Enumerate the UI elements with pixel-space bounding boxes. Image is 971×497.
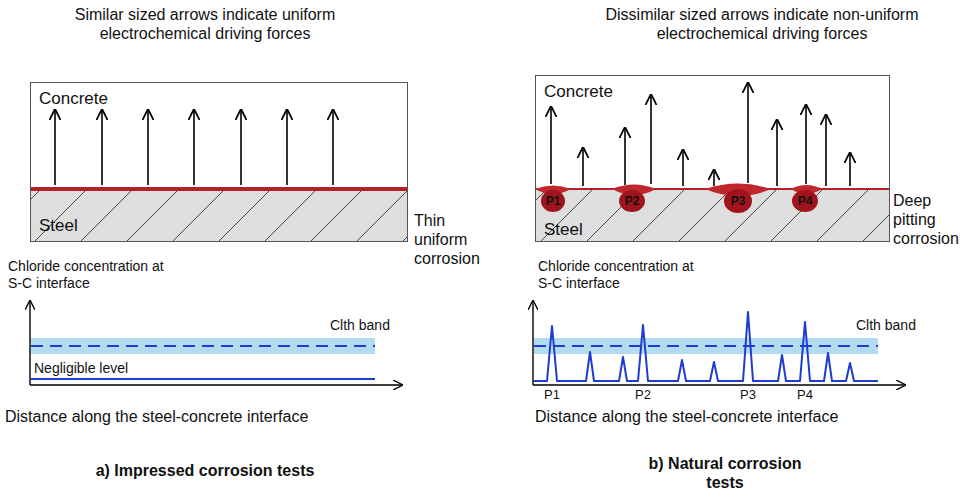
pit-label: P1 [541, 194, 565, 208]
axis-title: Chloride concentration at S-C interface [8, 258, 173, 291]
corrosion-note: Thin uniform corrosion [414, 212, 494, 269]
axis-title: Distance along the steel-concrete interf… [5, 408, 335, 427]
band-label: Clth band [856, 317, 936, 334]
band-label: Clth band [330, 317, 410, 334]
corrosion-pits [535, 184, 822, 197]
peak-label: P4 [790, 387, 820, 402]
axis-title: Chloride concentration at S-C interface [538, 258, 703, 291]
peak-label: P2 [628, 387, 658, 402]
peak-label: P1 [537, 387, 567, 402]
panel-note: Similar sized arrows indicate uniform el… [55, 6, 355, 44]
specimen-box: ConcreteSteel [535, 75, 890, 242]
steel-bar [30, 190, 408, 242]
chart-left [30, 301, 402, 385]
pit-cores [541, 189, 818, 213]
uniform-corrosion-layer [30, 187, 408, 191]
pit-label: P3 [726, 194, 750, 208]
panel-note: Dissimilar sized arrows indicate non-uni… [592, 6, 932, 44]
line-label: Negligible level [34, 360, 234, 377]
pit-label: P2 [620, 194, 644, 208]
panel-caption: a) Impressed corrosion tests [75, 462, 335, 481]
steel-bar [535, 190, 890, 242]
material-label: Steel [544, 220, 583, 240]
driving-force-arrows [55, 110, 333, 185]
material-label: Steel [39, 216, 78, 236]
peak-label: P3 [733, 387, 763, 402]
chart-right [533, 301, 905, 385]
axis-title: Distance along the steel-concrete interf… [535, 408, 865, 427]
corrosion-note: Deep pitting corrosion [893, 192, 968, 249]
material-label: Concrete [544, 82, 613, 102]
panel-caption: b) Natural corrosion tests [630, 455, 820, 493]
material-label: Concrete [39, 89, 108, 109]
specimen-box: ConcreteSteel [30, 82, 408, 242]
pit-label: P4 [793, 194, 817, 208]
